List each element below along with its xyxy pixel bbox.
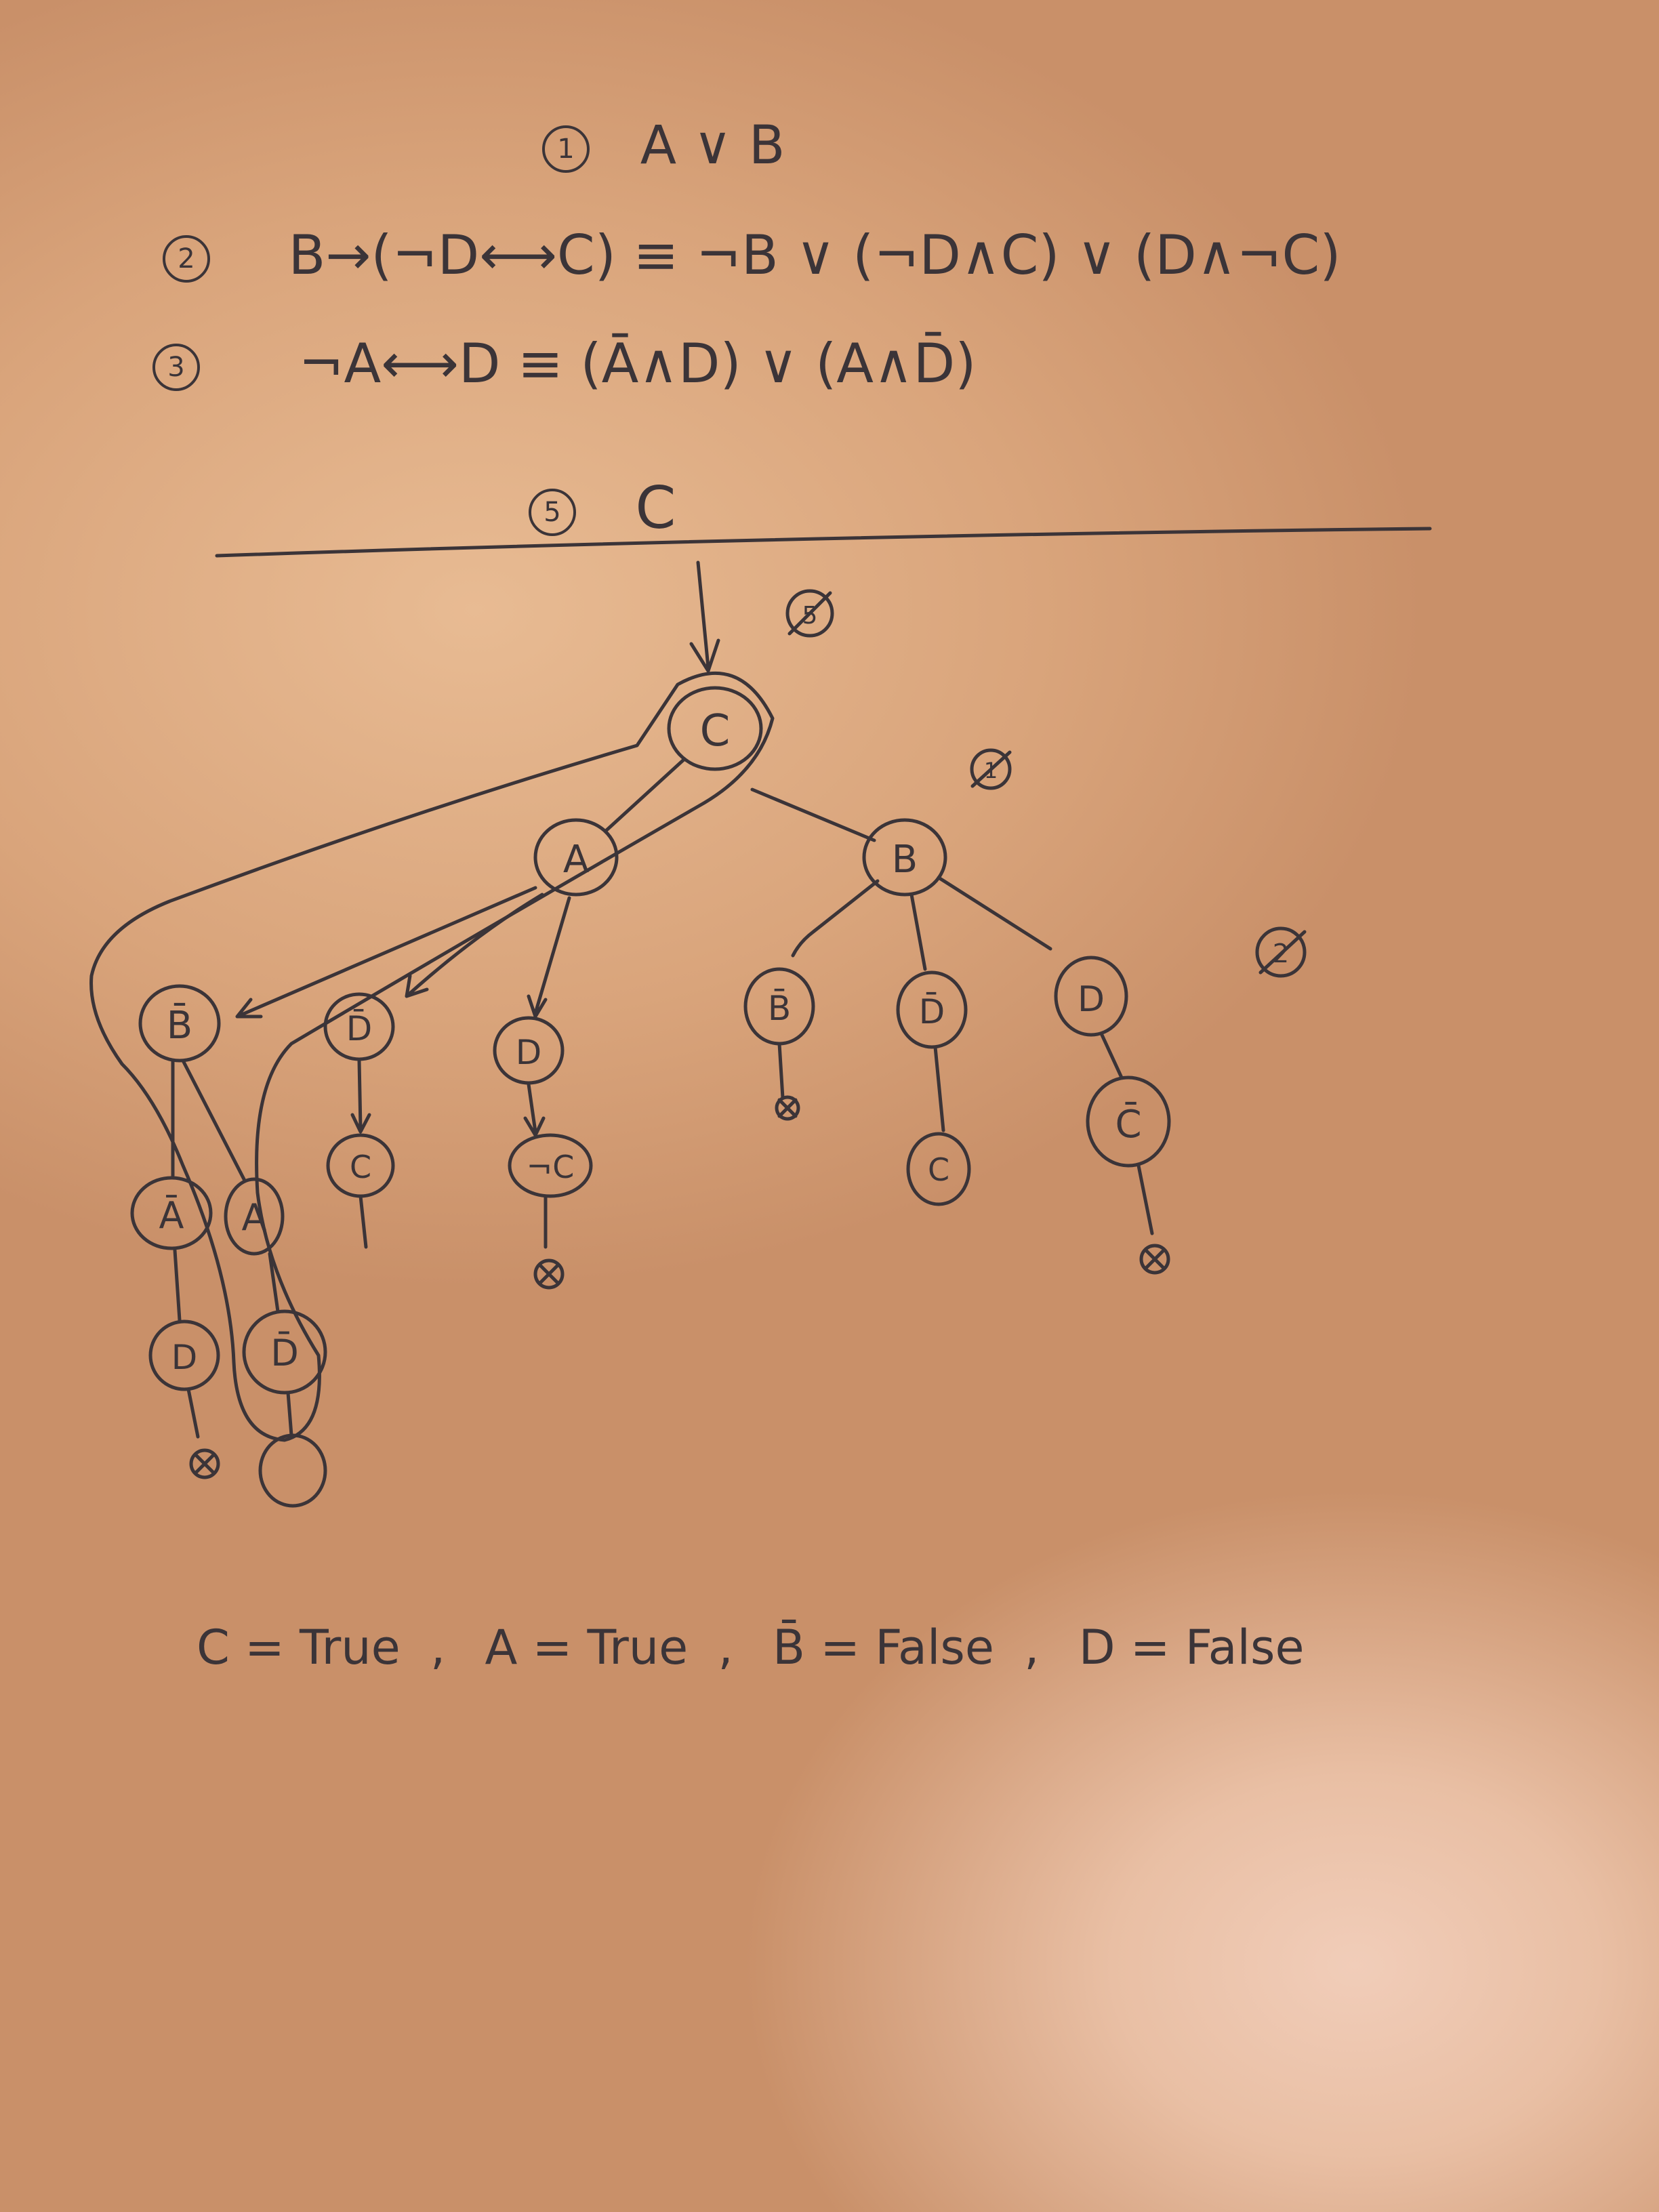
edge-notb-a2 <box>181 1059 246 1181</box>
side-mark-circles <box>785 589 1307 978</box>
side-mark-2: 2 <box>1273 939 1289 968</box>
premise-formula-3: ¬A⟷D ≡ (Ā∧D) ∨ (A∧D̄) <box>298 332 977 395</box>
result-separator-1: , <box>430 1620 446 1675</box>
premise-5: 5 C <box>529 474 676 542</box>
premise-formula-5: C <box>635 474 676 542</box>
edge-notc-leaf-right <box>1136 1164 1154 1235</box>
result-line: C = True , A = True , B̄ = False , D = F… <box>197 1620 1305 1675</box>
node-circle-a <box>533 818 619 897</box>
side-mark-1: 1 <box>984 758 998 783</box>
node-not-b-right: B̄ <box>768 988 791 1028</box>
node-circle-a2 <box>224 1177 285 1256</box>
node-circle-empty-leaf <box>258 1433 327 1508</box>
edge-c-leaf <box>359 1194 368 1249</box>
node-circle-not-d-right <box>896 970 968 1049</box>
edge-nota-d <box>173 1248 182 1322</box>
side-mark-5: 5 <box>802 602 818 630</box>
node-not-d-right: D̄ <box>919 991 945 1031</box>
closed-markers <box>189 1095 1170 1479</box>
premise-2: 2 B→(¬D⟷C) ≡ ¬B ∨ (¬D∧C) ∨ (D∧¬C) <box>163 224 1341 287</box>
result-d: D = False <box>1078 1620 1305 1675</box>
node-circle-c-right <box>906 1132 971 1206</box>
edge-b-notb <box>791 879 880 958</box>
edge-b-d <box>937 876 1052 951</box>
node-circle-d-left <box>148 1319 220 1391</box>
node-not-c-mid: ¬C <box>527 1149 575 1185</box>
separator-line <box>215 527 1432 558</box>
edge-notb-leaf <box>777 1042 785 1100</box>
result-b: B̄ = False <box>773 1620 994 1675</box>
node-a: A <box>563 838 589 882</box>
premise-number-1: 1 <box>542 125 590 173</box>
edge-a2-notd <box>268 1252 280 1313</box>
premise-number-5: 5 <box>529 488 576 536</box>
premise-formula-2: B→(¬D⟷C) ≡ ¬B ∨ (¬D∧C) ∨ (D∧¬C) <box>288 224 1341 287</box>
node-circle-not-b-left <box>138 984 221 1063</box>
edge-a-d <box>527 896 571 1019</box>
node-a2: A <box>242 1196 267 1239</box>
node-root: C <box>700 706 731 756</box>
edge-notd-leaf <box>286 1391 293 1437</box>
node-circle-not-a <box>130 1176 213 1250</box>
premise-3: 3 ¬A⟷D ≡ (Ā∧D) ∨ (A∧D̄) <box>152 332 976 395</box>
node-not-c-right: C̄ <box>1115 1103 1141 1147</box>
premise-1: 1 A ∨ B <box>542 115 785 176</box>
result-separator-2: , <box>718 1620 733 1675</box>
node-d-mid: D <box>516 1033 542 1072</box>
edge-notd-c <box>350 1059 371 1134</box>
node-d-right: D <box>1078 979 1105 1020</box>
premise-number-2: 2 <box>163 235 210 283</box>
node-circle-not-c-mid <box>508 1133 593 1198</box>
node-b: B <box>892 838 918 882</box>
edge-notd-c-right <box>933 1045 945 1132</box>
edge-d-notc <box>523 1082 546 1137</box>
premise-number-3: 3 <box>152 344 200 392</box>
node-circle-not-c-right <box>1086 1076 1171 1168</box>
node-circle-root <box>667 686 763 771</box>
edge-b-notd <box>909 893 927 971</box>
edge-d-notc-right <box>1099 1031 1124 1080</box>
node-circle-d-right <box>1054 956 1128 1037</box>
root-arrow <box>689 560 720 673</box>
node-not-d-left: D̄ <box>270 1332 299 1374</box>
node-circle-b <box>862 818 947 897</box>
result-a: A = True <box>485 1620 689 1675</box>
node-not-a: Ā <box>159 1194 184 1237</box>
node-not-b-left: B̄ <box>167 1004 192 1048</box>
node-circle-not-d-left <box>242 1309 327 1395</box>
result-separator-3: , <box>1024 1620 1040 1675</box>
path-highlight <box>89 671 775 1442</box>
edge-root-b <box>750 787 876 842</box>
node-c-right: C <box>928 1151 949 1188</box>
edge-a-notb <box>235 886 537 1019</box>
edge-root-a <box>605 757 687 832</box>
node-d-left: D <box>171 1338 198 1377</box>
edge-d-leaf <box>186 1387 200 1439</box>
result-c: C = True <box>197 1620 401 1675</box>
node-not-d-mid: D̄ <box>346 1008 373 1048</box>
premise-formula-1: A ∨ B <box>640 115 785 176</box>
node-c-mid: C <box>350 1149 371 1185</box>
